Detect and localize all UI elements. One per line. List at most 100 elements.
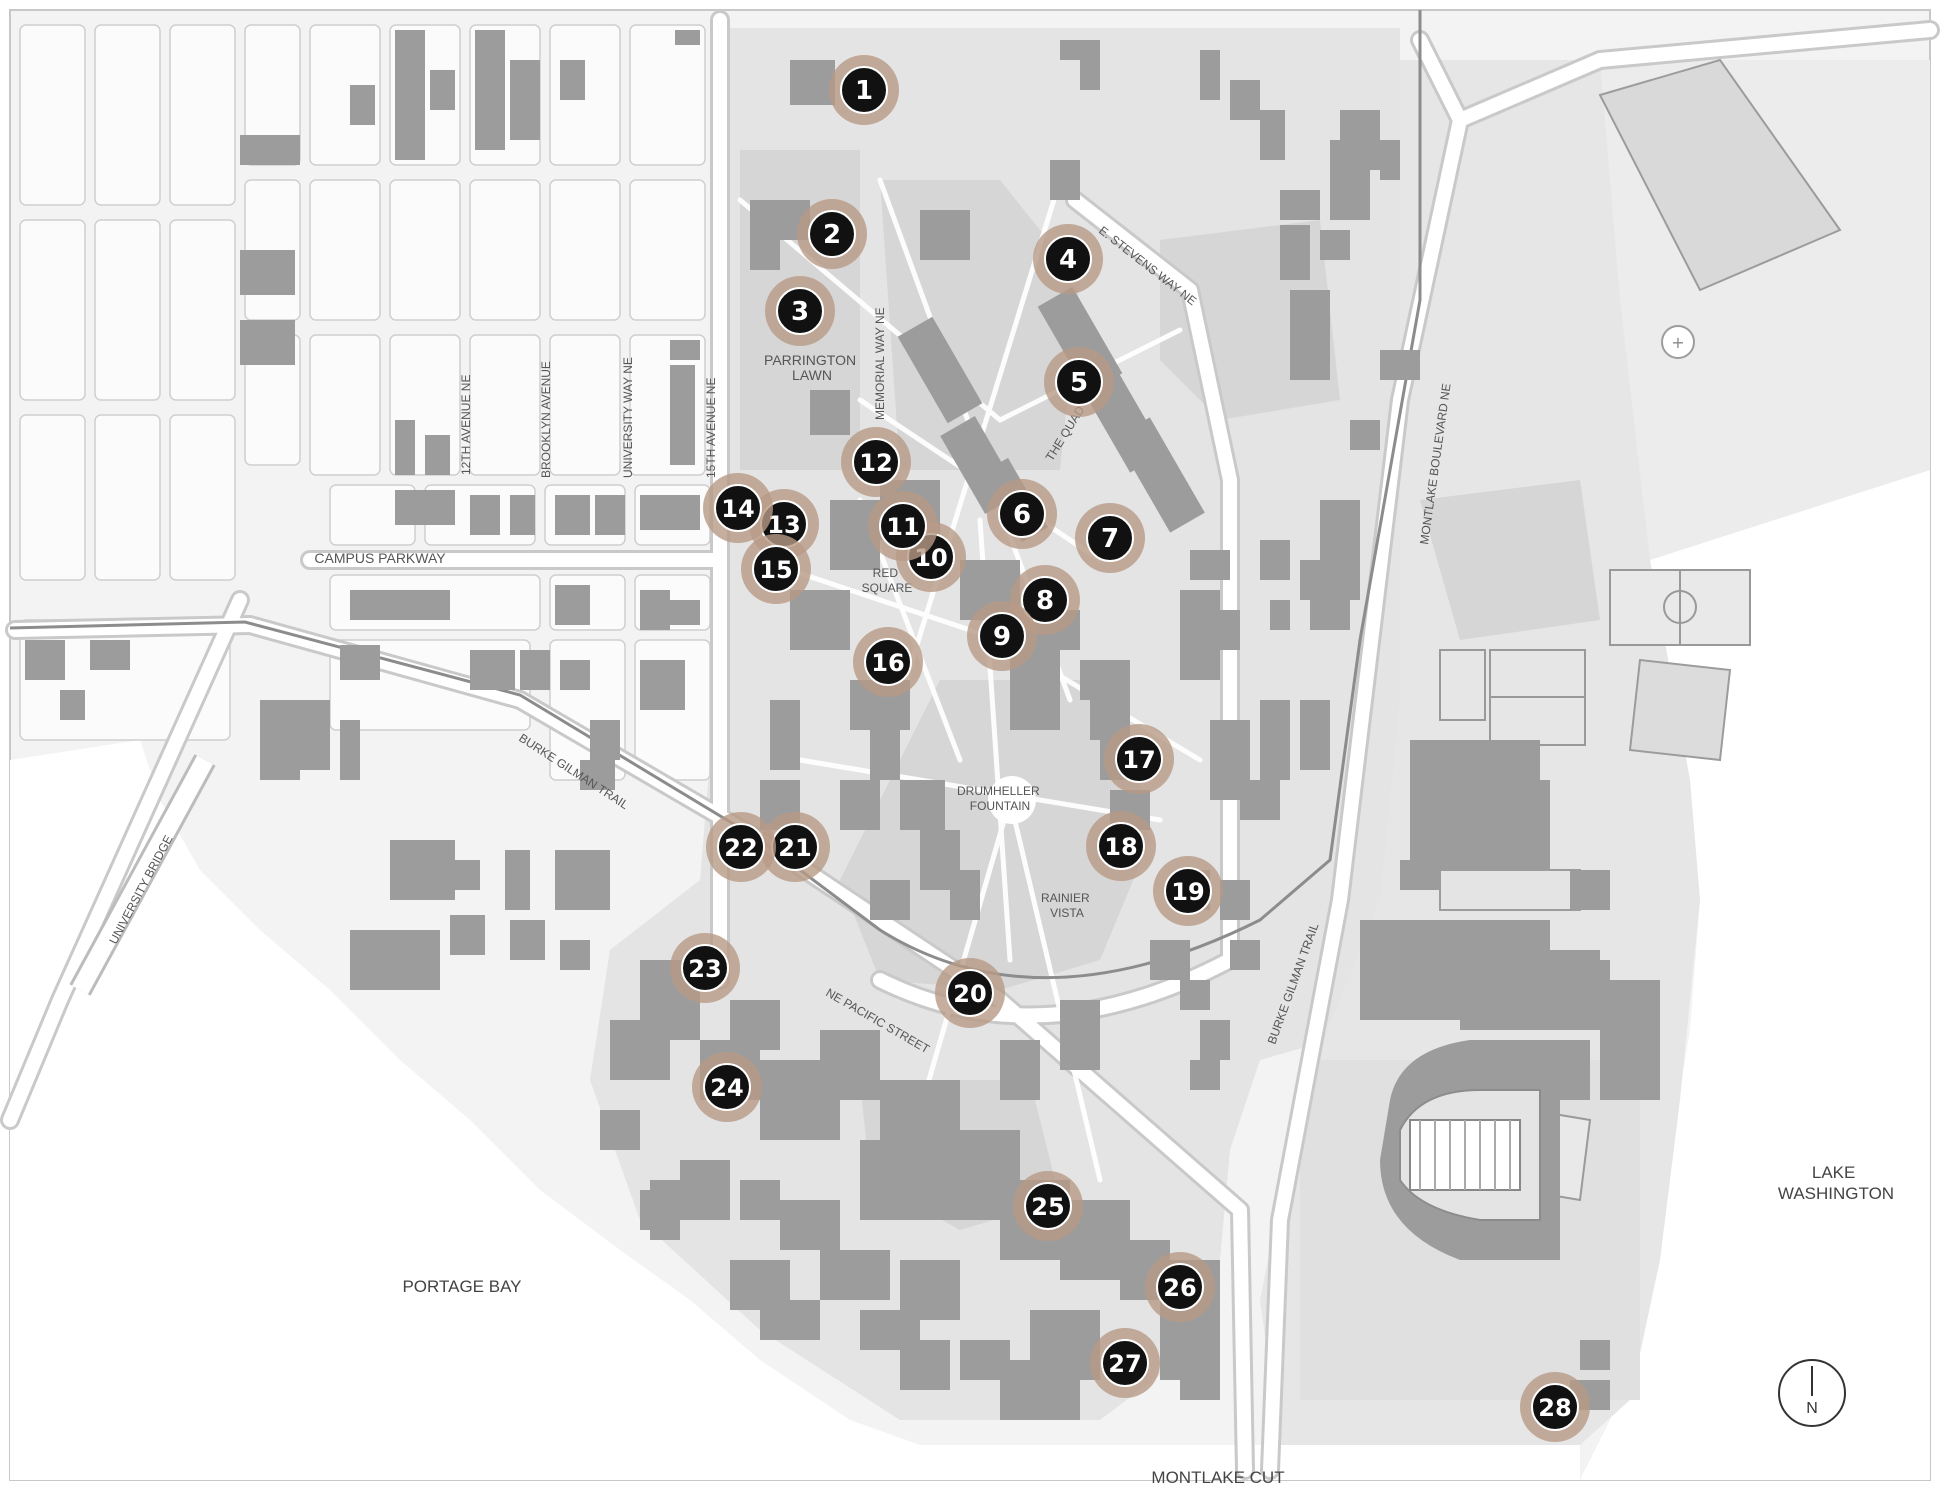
marker-dot: [703, 1063, 751, 1111]
marker-number: 25: [1031, 1193, 1064, 1221]
location-marker-7[interactable]: 7: [1075, 503, 1145, 573]
marker-number: 17: [1122, 746, 1155, 774]
marker-number: 3: [791, 297, 809, 327]
marker-number: 27: [1108, 1350, 1141, 1378]
marker-dot: [1164, 867, 1212, 915]
label-portage-bay: PORTAGE BAY: [402, 1277, 521, 1296]
helipad-plus-icon: +: [1671, 333, 1684, 352]
label-brooklyn-ave: BROOKLYN AVENUE: [539, 361, 553, 478]
marker-dot: [1531, 1383, 1579, 1431]
portage-bay-water: [10, 740, 1000, 1480]
label-parrington-lawn: PARRINGTON LAWN: [764, 352, 860, 383]
marker-dot: [998, 490, 1046, 538]
location-marker-9[interactable]: 9: [967, 601, 1037, 671]
location-marker-16[interactable]: 16: [853, 627, 923, 697]
marker-number: 4: [1059, 245, 1077, 275]
marker-dot: [714, 484, 762, 532]
marker-number: 5: [1070, 368, 1088, 398]
label-15th-ave: 15TH AVENUE NE: [704, 378, 718, 478]
location-marker-6[interactable]: 6: [987, 479, 1057, 549]
marker-number: 1: [855, 76, 873, 106]
marker-dot: [852, 438, 900, 486]
marker-dot: [1021, 576, 1069, 624]
marker-number: 11: [886, 513, 919, 541]
lake-washington-water: [1580, 470, 1930, 1480]
label-campus-parkway: CAMPUS PARKWAY: [314, 550, 446, 566]
label-drumheller-fountain: DRUMHELLER FOUNTAIN: [957, 784, 1043, 813]
marker-dot: [776, 287, 824, 335]
marker-number: 21: [778, 834, 811, 862]
location-marker-14[interactable]: 14: [703, 473, 773, 543]
location-marker-28[interactable]: 28: [1520, 1372, 1590, 1442]
location-marker-17[interactable]: 17: [1104, 724, 1174, 794]
location-marker-25[interactable]: 25: [1013, 1171, 1083, 1241]
location-marker-23[interactable]: 23: [670, 933, 740, 1003]
location-marker-3[interactable]: 3: [765, 276, 835, 346]
marker-number: 14: [721, 495, 754, 523]
location-marker-8[interactable]: 8: [1010, 565, 1080, 635]
label-memorial-way: MEMORIAL WAY NE: [873, 307, 887, 420]
marker-number: 18: [1104, 833, 1137, 861]
north-arrow: N: [1778, 1359, 1846, 1427]
location-marker-15[interactable]: 15: [741, 534, 811, 604]
marker-dot: [864, 638, 912, 686]
marker-dot: [1086, 514, 1134, 562]
marker-dot: [978, 612, 1026, 660]
marker-number: 6: [1013, 500, 1031, 530]
location-marker-24[interactable]: 24: [692, 1052, 762, 1122]
location-marker-26[interactable]: 26: [1145, 1252, 1215, 1322]
marker-dot: [1115, 735, 1163, 783]
marker-dot: [717, 823, 765, 871]
marker-dot: [1024, 1182, 1072, 1230]
montlake-cut-water: [1000, 1445, 1580, 1480]
marker-number: 23: [688, 955, 721, 983]
marker-number: 19: [1171, 878, 1204, 906]
location-marker-18[interactable]: 18: [1086, 811, 1156, 881]
label-lake-washington: LAKE WASHINGTON: [1778, 1163, 1894, 1203]
label-university-way: UNIVERSITY WAY NE: [621, 357, 635, 478]
marker-number: 24: [710, 1074, 743, 1102]
burke-gilman-trail-line: [9, 10, 1422, 980]
location-marker-1[interactable]: 1: [829, 55, 899, 125]
location-marker-4[interactable]: 4: [1033, 224, 1103, 294]
marker-dot: [879, 502, 927, 550]
location-marker-22[interactable]: 22: [706, 812, 776, 882]
marker-number: 20: [953, 980, 986, 1008]
marker-number: 22: [724, 834, 757, 862]
buildings: [25, 30, 1660, 1420]
marker-dot: [1055, 358, 1103, 406]
marker-number: 12: [859, 449, 892, 477]
marker-dot: [1097, 822, 1145, 870]
label-montlake-cut: MONTLAKE CUT: [1151, 1468, 1284, 1487]
marker-dot: [681, 944, 729, 992]
marker-number: 28: [1538, 1394, 1571, 1422]
marker-number: 7: [1101, 524, 1119, 554]
marker-number: 26: [1163, 1274, 1196, 1302]
marker-number: 8: [1036, 586, 1054, 616]
location-marker-5[interactable]: 5: [1044, 347, 1114, 417]
marker-number: 9: [993, 622, 1011, 652]
marker-dot: [840, 66, 888, 114]
north-arrow-label: N: [1806, 1400, 1818, 1417]
marker-dot: [1101, 1339, 1149, 1387]
marker-number: 16: [871, 649, 904, 677]
husky-stadium: [1380, 1040, 1560, 1260]
location-marker-12[interactable]: 12: [841, 427, 911, 497]
location-marker-2[interactable]: 2: [797, 199, 867, 269]
marker-number: 15: [759, 556, 792, 584]
marker-dot: [808, 210, 856, 258]
location-marker-20[interactable]: 20: [935, 958, 1005, 1028]
marker-dot: [752, 545, 800, 593]
location-marker-11[interactable]: 11: [868, 491, 938, 561]
location-marker-27[interactable]: 27: [1090, 1328, 1160, 1398]
label-rainier-vista: RAINIER VISTA: [1041, 891, 1093, 920]
location-markers: 1234567891011121314151617181920212223242…: [670, 55, 1590, 1442]
helipad-marker: [1661, 325, 1695, 359]
location-marker-19[interactable]: 19: [1153, 856, 1223, 926]
marker-dot: [1044, 235, 1092, 283]
marker-dot: [946, 969, 994, 1017]
drumheller-fountain-pool: [988, 776, 1036, 824]
label-12th-ave: 12TH AVENUE NE: [459, 375, 473, 475]
location-marker-21[interactable]: 21: [760, 812, 830, 882]
